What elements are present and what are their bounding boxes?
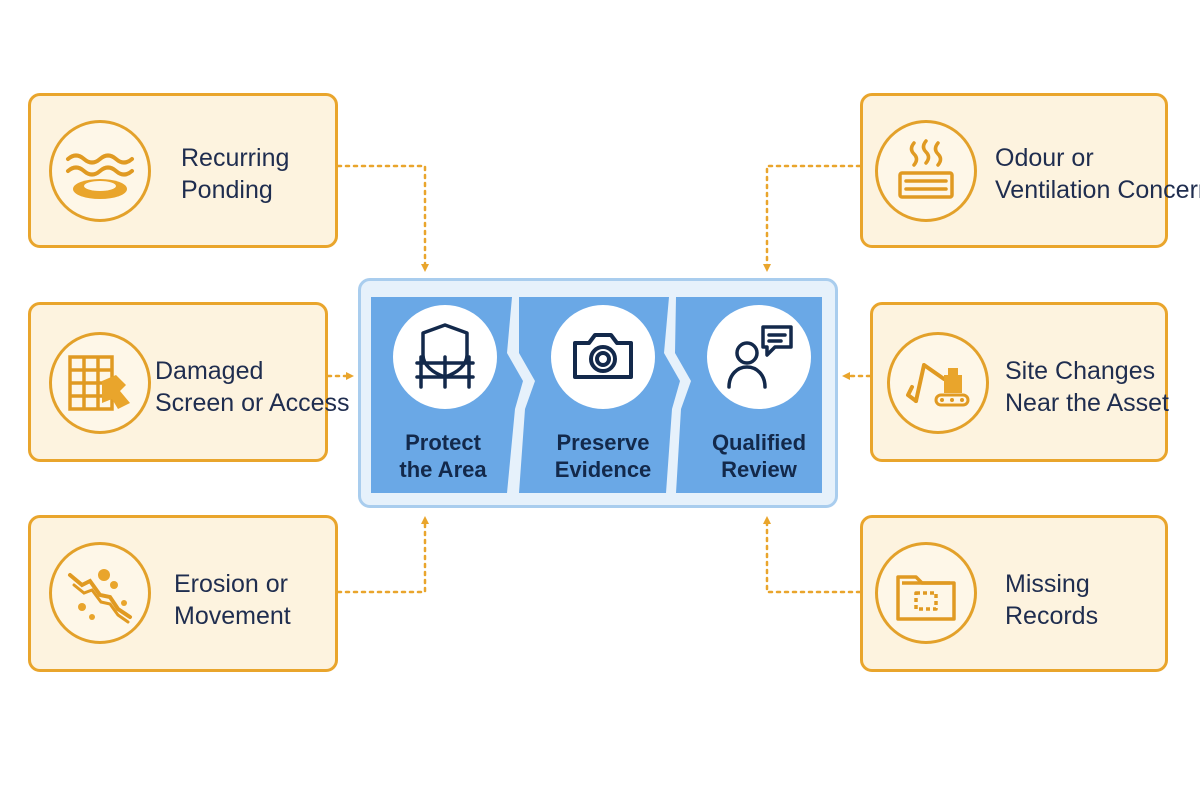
- step-icon-protect: [393, 305, 497, 409]
- step-icon-review: [707, 305, 811, 409]
- shield-barrier-icon: [415, 323, 475, 389]
- folder-icon: [875, 542, 977, 644]
- connector-ponding: [336, 164, 429, 272]
- erosion-icon: [49, 542, 151, 644]
- damaged-screen-icon: [49, 332, 151, 434]
- odour-vent-icon: [875, 120, 977, 222]
- reviewer-chat-icon: [727, 325, 793, 389]
- connector-records: [763, 516, 862, 594]
- step-icon-preserve: [551, 305, 655, 409]
- camera-icon: [573, 333, 633, 379]
- excavator-icon: [887, 332, 989, 434]
- connector-odour: [763, 164, 862, 272]
- water-ponding-icon: [49, 120, 151, 222]
- connector-erosion: [336, 516, 429, 594]
